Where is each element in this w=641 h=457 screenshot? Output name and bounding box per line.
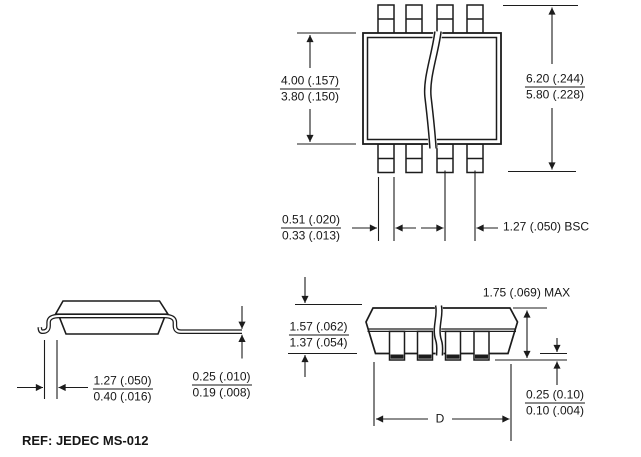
standoff-max: 0.25 (0.10) [524,387,586,403]
lead-pitch-dimension: 1.27 (.050) BSC [503,219,590,234]
foot-length-min: 0.40 (.016) [93,389,152,403]
front-leads [388,330,490,361]
lead-thickness-min: 0.19 (.008) [192,385,251,399]
side-view-extension-lines [43,340,58,399]
standoff-dimension: 0.25 (0.10) 0.10 (.004) [524,387,586,417]
body-width-min: 3.80 (.150) [280,89,340,104]
top-pins [377,4,484,35]
side-view-dimension-arrows [17,306,246,392]
lead-width-max: 0.51 (.020) [280,212,342,229]
body-height-min: 1.37 (.054) [289,335,348,350]
body-width-dimension: 4.00 (.157) 3.80 (.150) [279,73,341,104]
front-view-extension-lines [288,303,567,441]
foot-length-max: 1.27 (.050) [92,373,153,389]
max-height-dimension: 1.75 (.069) MAX [482,285,571,300]
lead-thickness-dimension: 0.25 (.010) 0.19 (.008) [191,369,252,399]
jedec-reference-note: REF: JEDEC MS-012 [22,433,149,448]
break-line [423,30,443,149]
side-body-cap [54,300,170,315]
top-view-extension-lines [297,4,578,241]
front-view [288,277,567,441]
lead-thickness-max: 0.25 (.010) [191,369,252,385]
lead-span-max: 6.20 (.244) [524,71,586,87]
body-height-max: 1.57 (.062) [288,319,349,336]
overall-width-dimension: D [435,411,445,425]
body-width-max: 4.00 (.157) [279,73,341,90]
lead-width-dimension: 0.51 (.020) 0.33 (.013) [280,212,342,243]
front-break-line [433,304,444,356]
lead-span-dimension: 6.20 (.244) 5.80 (.228) [524,71,586,101]
body-height-dimension: 1.57 (.062) 1.37 (.054) [288,319,349,350]
side-body-lower [58,316,166,335]
side-view [17,300,246,399]
lead-span-min: 5.80 (.228) [525,87,585,101]
front-view-dimension-arrows [301,277,561,423]
standoff-min: 0.10 (.004) [525,403,585,417]
foot-length-dimension: 1.27 (.050) 0.40 (.016) [92,373,153,403]
lead-width-min: 0.33 (.013) [281,228,341,243]
gull-wing-leads [37,313,242,335]
top-view [297,4,578,241]
top-view-dimension-arrows [306,7,556,232]
